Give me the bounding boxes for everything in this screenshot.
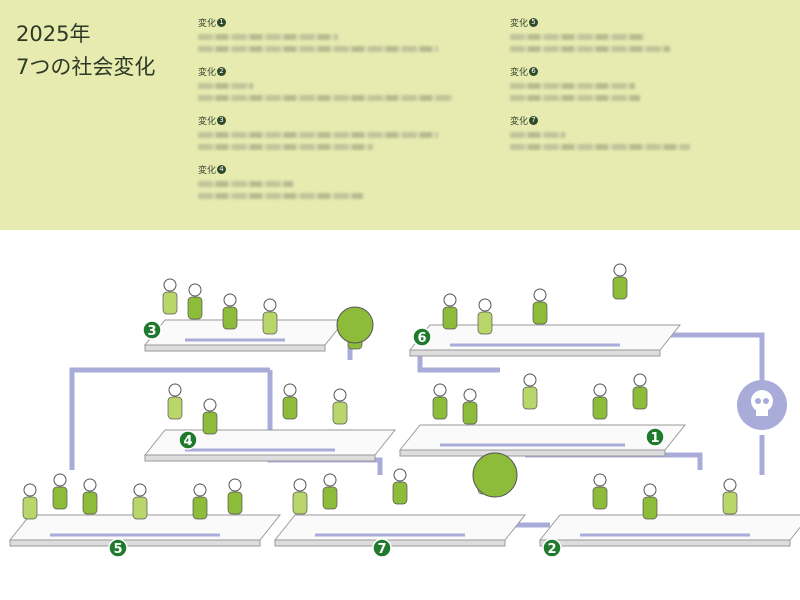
platform	[398, 424, 687, 457]
person-figure	[462, 388, 478, 425]
person-figure	[722, 478, 738, 515]
platform	[143, 319, 347, 352]
badge-number: 7	[377, 542, 386, 557]
change-badge-5: 5	[108, 538, 128, 558]
badge-number: 1	[650, 431, 659, 446]
person-figure	[642, 483, 658, 520]
badge-number: 2	[547, 542, 556, 557]
badge-number: 5	[113, 542, 122, 557]
skull-icon	[737, 380, 787, 430]
person-figure	[187, 283, 203, 320]
platform	[8, 514, 282, 547]
person-figure	[532, 288, 548, 325]
person-figure	[82, 478, 98, 515]
figures	[22, 263, 738, 520]
person-figure	[612, 263, 628, 300]
person-figure	[202, 398, 218, 435]
badge-number: 3	[147, 324, 156, 339]
change-badge-7: 7	[372, 538, 392, 558]
person-figure	[442, 293, 458, 330]
badge-number: 6	[417, 331, 426, 346]
person-figure	[222, 293, 238, 330]
person-figure	[632, 373, 648, 410]
person-figure	[262, 298, 278, 335]
person-figure	[282, 383, 298, 420]
badge-number: 4	[183, 434, 192, 449]
change-badge-4: 4	[178, 430, 198, 450]
person-figure	[162, 278, 178, 315]
person-figure	[167, 383, 183, 420]
platform	[408, 324, 682, 357]
society-illustration: 1 2 3 4 5 6 7	[8, 263, 800, 558]
person-figure	[392, 468, 408, 505]
person-figure	[132, 483, 148, 520]
person-figure	[292, 478, 308, 515]
platforms	[8, 319, 800, 547]
person-figure	[522, 373, 538, 410]
person-figure	[432, 383, 448, 420]
person-figure	[22, 483, 38, 520]
platform	[273, 514, 527, 547]
person-figure	[592, 473, 608, 510]
person-figure	[192, 483, 208, 520]
change-badge-6: 6	[412, 327, 432, 347]
platform	[538, 514, 800, 547]
change-badge-1: 1	[645, 427, 665, 447]
person-figure	[592, 383, 608, 420]
page-title: 2025年 7つの社会変化	[16, 22, 156, 79]
person-figure	[477, 298, 493, 335]
person-figure	[52, 473, 68, 510]
person-figure	[227, 478, 243, 515]
apple-illustration	[336, 306, 374, 344]
platform	[143, 429, 397, 462]
change-badge-2: 2	[542, 538, 562, 558]
change-badge-3: 3	[142, 320, 162, 340]
tree-illustration	[472, 452, 518, 498]
person-figure	[332, 388, 348, 425]
person-figure	[322, 473, 338, 510]
